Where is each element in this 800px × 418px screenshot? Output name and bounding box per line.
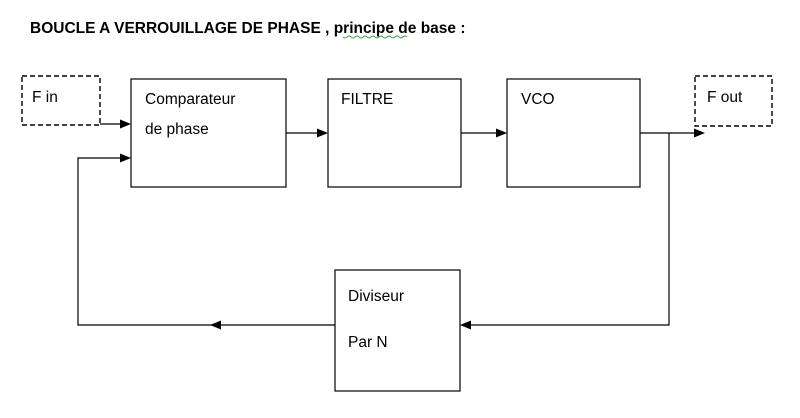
divider-label-line1: Diviseur [348, 288, 404, 305]
arrow-feedback-to-comparator [120, 153, 131, 163]
arrow-divider-mid [210, 320, 221, 330]
title-part-3: , principe de base : [321, 20, 466, 37]
fout-box [694, 75, 773, 127]
divider-block [334, 269, 461, 392]
arrow-vco-to-fout [694, 128, 705, 138]
comparator-label-line2: de phase [145, 121, 209, 138]
spellcheck-underline [342, 35, 408, 39]
vco-block [506, 78, 641, 188]
fin-label: F in [32, 89, 58, 106]
title-part-phase: PHASE [267, 20, 320, 37]
wire-divider-to-comparator [77, 157, 335, 326]
filter-block [327, 78, 462, 188]
arrow-fin-to-comparator [120, 119, 131, 129]
fin-box [21, 75, 101, 126]
comparator-label-line1: Comparateur [145, 91, 235, 108]
filter-label: FILTRE [341, 91, 393, 108]
vco-label: VCO [521, 91, 555, 108]
comparator-block [130, 78, 287, 188]
fout-label: F out [707, 89, 743, 106]
arrow-comparator-to-filter [317, 128, 328, 138]
title-part-1: BOUCLE A VERROUILLAGE DE [30, 20, 267, 37]
arrow-feedback-to-divider [460, 320, 471, 330]
arrow-filter-to-vco [496, 128, 507, 138]
wire-feedback-to-divider [471, 133, 670, 326]
divider-label-line2: Par N [348, 334, 388, 351]
diagram-title: BOUCLE A VERROUILLAGE DE PHASE , princip… [30, 20, 466, 37]
